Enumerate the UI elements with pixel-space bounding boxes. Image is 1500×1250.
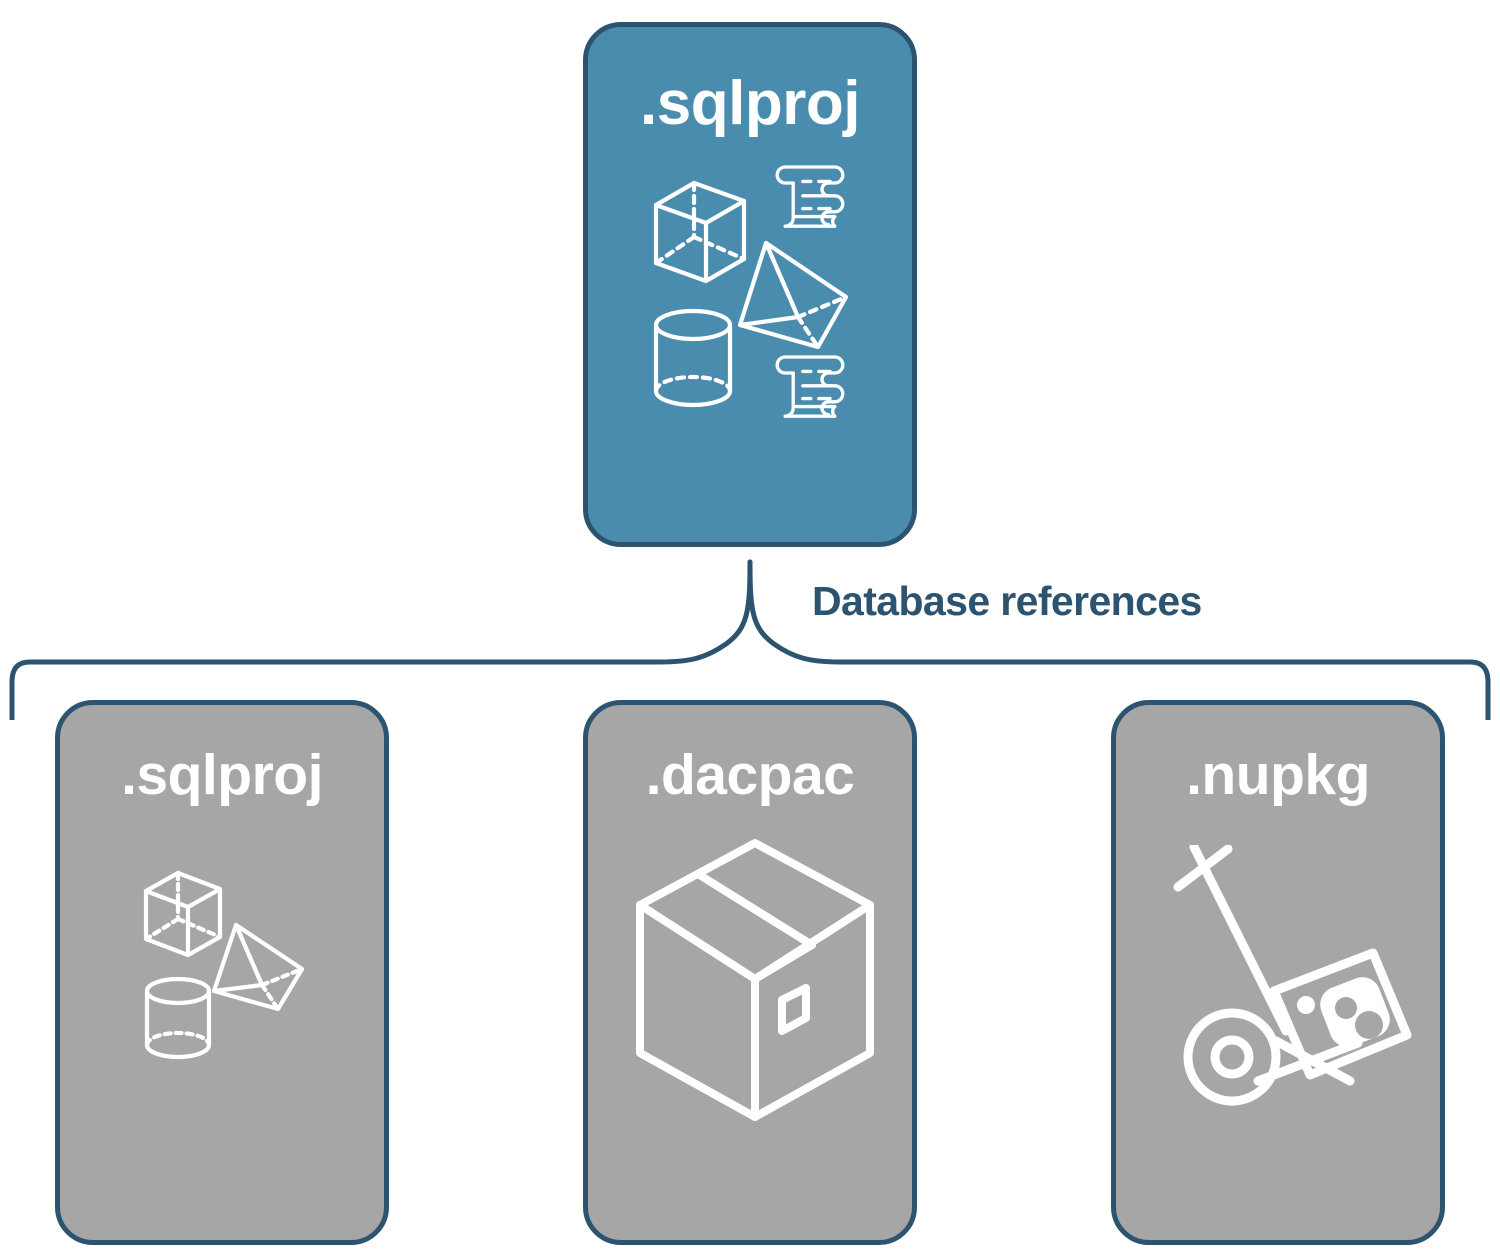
database-objects-icon-group xyxy=(648,157,863,427)
connector-label: Database references xyxy=(812,578,1202,624)
pyramid-icon xyxy=(737,240,849,350)
node-title: .dacpac xyxy=(645,743,855,807)
database-references-bracket xyxy=(9,559,1491,720)
node-card-ref-nupkg[interactable]: .nupkg xyxy=(1111,700,1445,1245)
cylinder-icon xyxy=(653,308,733,408)
nuget-glyph-icon xyxy=(1297,996,1315,1014)
cube-icon xyxy=(653,180,747,284)
node-card-root-sqlproj[interactable]: .sqlproj xyxy=(583,22,917,547)
node-card-ref-sqlproj[interactable]: .sqlproj xyxy=(55,700,389,1245)
node-title: .sqlproj xyxy=(640,69,860,138)
node-title: .nupkg xyxy=(1186,743,1370,807)
pyramid-icon xyxy=(211,922,305,1012)
hand-truck-icon-group xyxy=(1158,842,1413,1125)
cylinder-icon xyxy=(144,976,212,1060)
nuget-glyph-icon xyxy=(1335,997,1383,1039)
node-card-ref-dacpac[interactable]: .dacpac xyxy=(583,700,917,1245)
package-box-icon-group xyxy=(630,835,880,1125)
package-box-icon xyxy=(636,839,874,1121)
hand-truck-icon xyxy=(1173,842,1412,1106)
cube-icon xyxy=(143,870,223,958)
database-objects-icon-group xyxy=(140,855,340,1075)
scroll-icon xyxy=(775,165,845,228)
node-title: .sqlproj xyxy=(121,743,323,807)
scroll-icon xyxy=(775,355,845,418)
